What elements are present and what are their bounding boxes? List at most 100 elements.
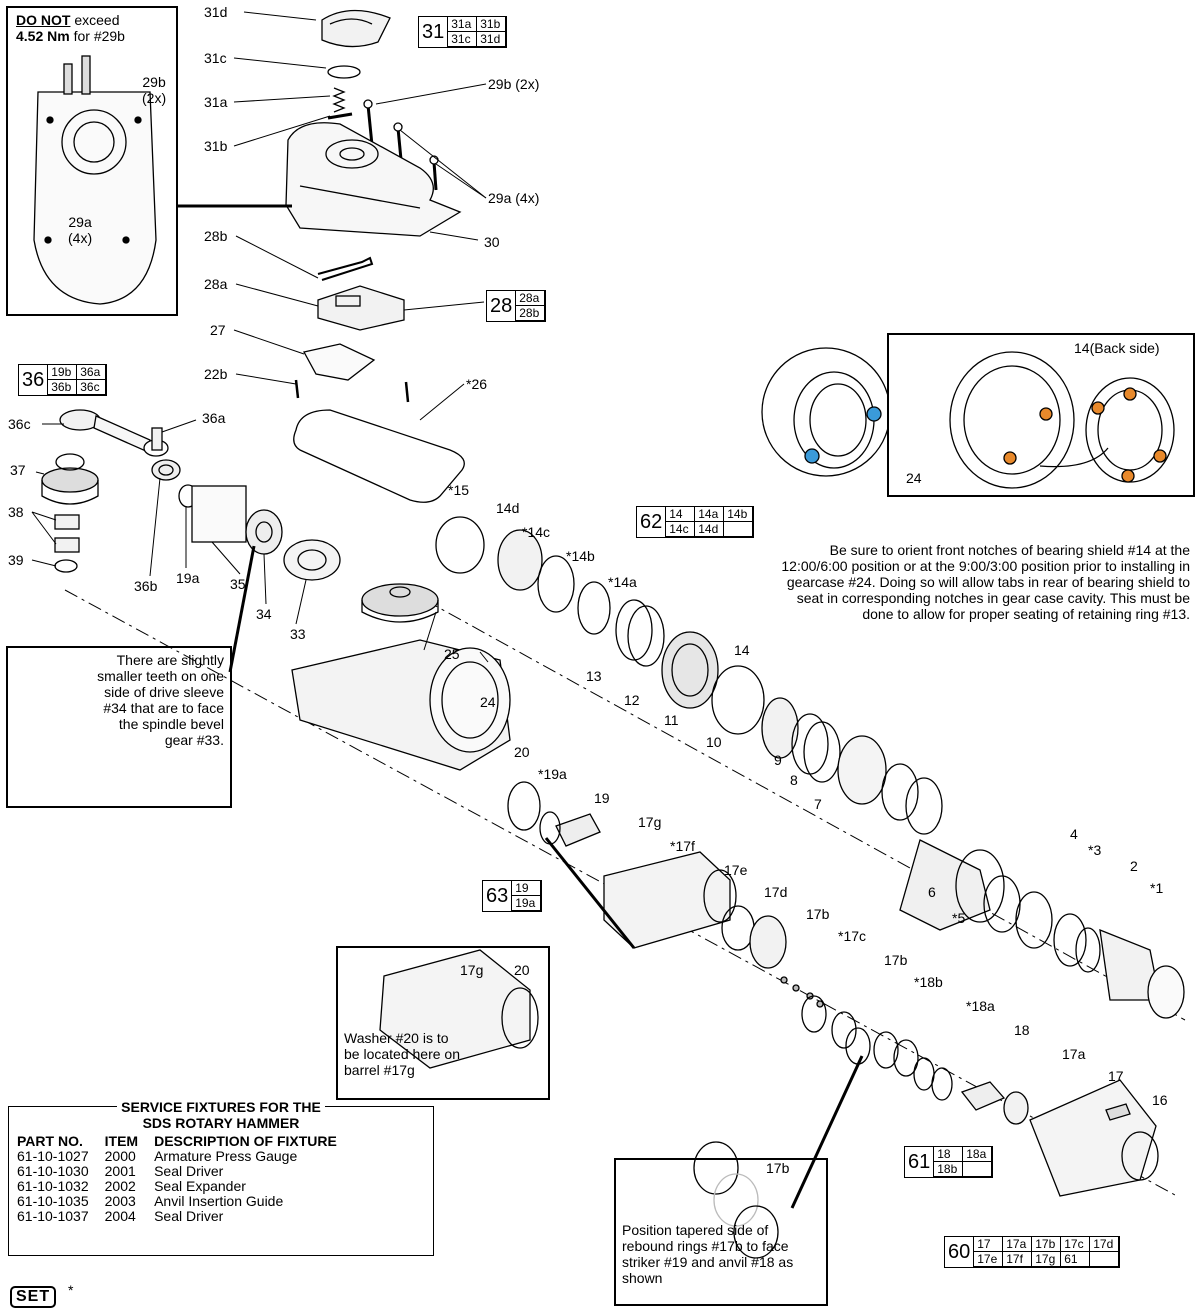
pin-36a (151, 427, 163, 451)
part-label-9: 9 (774, 752, 782, 768)
kit-31-part: 31c (448, 32, 478, 47)
cell-item: 2001 (104, 1163, 136, 1179)
table-row: 61-10-1027 2000 Armature Press Gauge (17, 1149, 353, 1164)
plate-27 (303, 343, 376, 381)
part-label-34: 34 (256, 606, 272, 622)
part-label-39: 39 (8, 552, 24, 568)
kit-36-part: 36b (48, 380, 78, 395)
gearcase-24 (291, 639, 511, 771)
cell-part-no: 61-10-1037 (17, 1208, 89, 1224)
cell-description: Anvil Insertion Guide (154, 1193, 284, 1209)
part-label-2: 2 (1130, 858, 1138, 874)
part-label-19a-left: 19a (176, 570, 200, 586)
washer-detail-17g-label: 17g (460, 962, 484, 978)
part-label-10: 10 (706, 734, 722, 750)
kit-61-part: 18 (934, 1147, 964, 1162)
part-label-29b: 29b (2x) (488, 76, 540, 92)
part-label-14b: *14b (566, 548, 595, 564)
kit-31-part: 31b (477, 17, 507, 32)
kit-60-part: 17b (1032, 1237, 1062, 1252)
kit-60-part: 61 (1061, 1252, 1091, 1267)
cell-part-no: 61-10-1030 (17, 1163, 89, 1179)
kit-60-part: 17g (1032, 1252, 1062, 1267)
cell-item: 2004 (104, 1208, 136, 1224)
kit-62-part: 14b (724, 507, 754, 522)
kit-60-number: 60 (945, 1237, 975, 1267)
part-label-20: 20 (514, 744, 530, 760)
part-label-17a: 17a (1062, 1046, 1086, 1062)
handle-cap-31d (321, 9, 391, 48)
rebound-detail-sketch (693, 1141, 779, 1259)
screws-22b (294, 379, 410, 403)
kit-28-number: 28 (487, 291, 517, 321)
label-29a-inset: 29a (4x) (68, 214, 92, 246)
barrel-17g (603, 851, 737, 949)
service-fixtures-title-line1: SERVICE FIXTURES FOR THE (117, 1099, 325, 1115)
cell-item: 2003 (104, 1193, 136, 1209)
detail-connectors (176, 204, 864, 1209)
rebound-detail-17b-label: 17b (766, 1160, 790, 1176)
label-29b-inset: 29b (2x) (142, 74, 166, 106)
kit-31-part: 31d (477, 32, 507, 47)
washer-detail-20-label: 20 (514, 962, 530, 978)
rebound-ring-17e (749, 915, 787, 969)
cell-part-no: 61-10-1032 (17, 1178, 89, 1194)
cell-part-no: 61-10-1035 (17, 1193, 89, 1209)
kit-28: 28 28a 28b (486, 290, 547, 322)
kit-62-part: 14d (695, 522, 725, 537)
part-label-8: 8 (790, 772, 798, 788)
o-ring-18a-2 (931, 1067, 953, 1101)
part-label-31a: 31a (204, 94, 228, 110)
bearing-shield-note: Be sure to orient front notches of beari… (781, 542, 1190, 622)
kit-36-part: 19b (48, 365, 78, 380)
bearing-detail-box (887, 333, 1195, 497)
rebound-detail-box: 17b Position tapered side of rebound rin… (614, 1158, 828, 1306)
part-label-17g: 17g (638, 814, 662, 830)
kit-31-part: 31a (448, 17, 478, 32)
kit-61-part: 18b (934, 1162, 964, 1177)
part-label-14d: 14d (496, 500, 520, 516)
part-label-18: 18 (1014, 1022, 1030, 1038)
part-label-17f: *17f (670, 838, 695, 854)
part-label-24: 24 (480, 694, 496, 710)
cell-description: Seal Expander (154, 1178, 246, 1194)
spring-31a (332, 87, 346, 113)
part-label-7: 7 (814, 796, 822, 812)
kit-62-parts: 14 14a 14b 14c 14d (666, 507, 754, 537)
part-label-11: 11 (664, 712, 679, 728)
part-label-31c: 31c (204, 50, 227, 66)
gasket-26 (293, 409, 465, 503)
drive-sleeve-note-text: There are slightly smaller teeth on one … (97, 652, 224, 748)
column-header-part-no: PART NO. (17, 1133, 83, 1149)
label-29a-inset-qty: (4x) (68, 230, 93, 246)
stack-rings (435, 516, 1185, 1019)
kit-60-part: 17c (1061, 1237, 1091, 1252)
kit-62: 62 14 14a 14b 14c 14d (636, 506, 755, 538)
part-label-17c: *17c (838, 928, 867, 944)
kit-36-parts: 19b 36a 36b 36c (48, 365, 107, 395)
table-row: 61-10-1032 2002 Seal Expander (17, 1179, 353, 1194)
set-badge: SET (10, 1286, 57, 1308)
retaining-ring-17f (721, 905, 755, 951)
kit-31-parts: 31a 31b 31c 31d (448, 17, 507, 47)
clutch-plate-35 (191, 485, 247, 543)
part-label-36a: 36a (202, 410, 226, 426)
kit-63-number: 63 (483, 881, 513, 911)
part-label-36c: 36c (8, 416, 31, 432)
kit-63: 63 19 19a (482, 880, 543, 912)
washer-detail-box: 17g 20 Washer #20 is to be located here … (336, 946, 550, 1100)
label-29b-inset-qty: (2x) (142, 90, 167, 106)
kit-61-parts: 18 18a 18b (934, 1147, 993, 1177)
part-label-22b: 22b (204, 366, 228, 382)
kit-62-part: 14a (695, 507, 725, 522)
kit-60-part: 17d (1090, 1237, 1120, 1252)
part-label-38: 38 (8, 504, 24, 520)
o-ring-17c (831, 1011, 857, 1049)
kit-36-part: 36a (77, 365, 107, 380)
part-label-26: *26 (466, 376, 488, 392)
part-label-17d: 17d (764, 884, 788, 900)
part-label-30: 30 (484, 234, 500, 250)
service-fixtures-title-line2: SDS ROTARY HAMMER (138, 1115, 304, 1131)
part-label-5: *5 (952, 910, 966, 926)
